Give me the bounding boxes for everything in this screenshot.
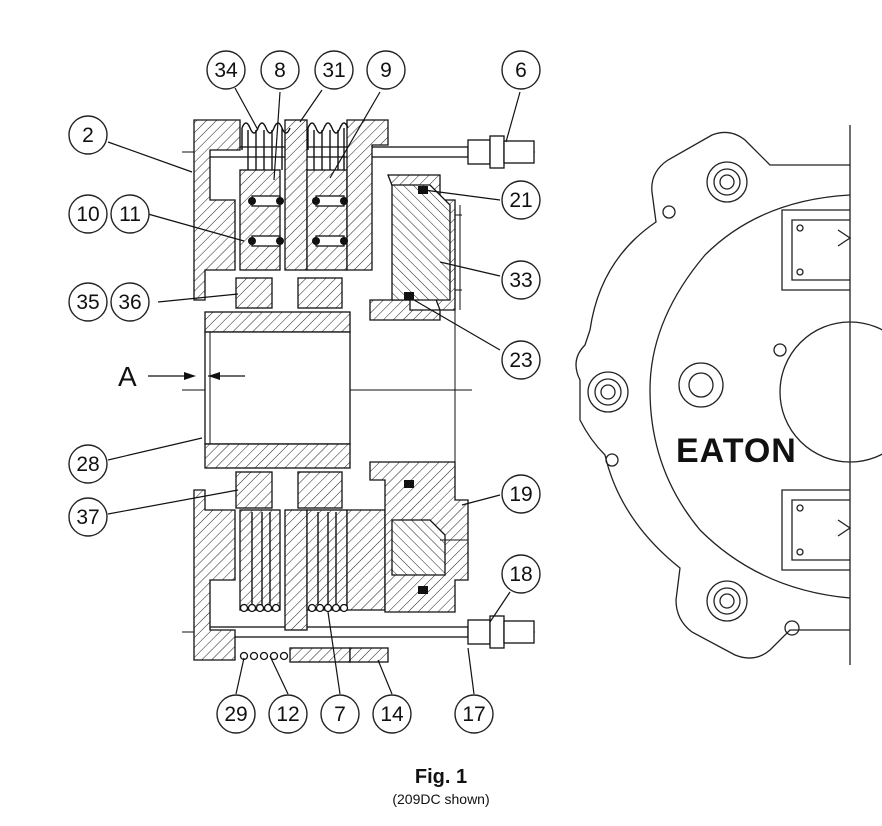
callout-9: 9 [366,50,406,90]
spring-34 [241,122,291,170]
figure-caption: Fig. 1 (209DC shown) [0,766,882,807]
callout-10: 10 [68,194,108,234]
svg-text:2: 2 [82,124,94,147]
callout-19: 19 [501,474,541,514]
upper-disc-pack-2 [306,169,348,271]
lower-hub-tooth-2 [297,471,343,509]
callout-35: 35 [68,282,108,322]
callout-17: 17 [454,694,494,734]
figure-title: Fig. 1 [414,766,468,788]
svg-text:31: 31 [322,59,345,82]
callout-34: 34 [206,50,246,90]
spring-31 [307,122,349,170]
upper-separator [284,119,308,271]
svg-text:33: 33 [509,269,532,292]
callout-33: 33 [501,260,541,300]
svg-text:17: 17 [462,703,485,726]
upper-hub-tooth-1 [235,277,273,309]
bottom-bolt-head [706,580,748,622]
lower-separator [284,509,308,631]
seal-23 [404,292,414,300]
housing-outline [575,131,850,659]
callout-29: 29 [216,694,256,734]
svg-text:34: 34 [214,59,238,82]
lower-spring-row [239,603,349,661]
callout-2: 2 [68,115,108,155]
svg-text:11: 11 [119,203,141,226]
callout-11: 11 [110,194,150,234]
svg-text:21: 21 [509,189,532,212]
svg-text:23: 23 [509,349,532,372]
callout-14: 14 [372,694,412,734]
end-view [575,125,882,665]
svg-text:29: 29 [224,703,247,726]
svg-text:9: 9 [380,59,392,82]
seal-lower-1 [404,480,414,488]
callout-21: 21 [501,180,541,220]
svg-text:14: 14 [380,703,404,726]
top-bolt-head [706,161,748,203]
callout-36: 36 [110,282,150,322]
top-bolt [197,135,535,169]
upper-pins [248,195,348,247]
seal-lower-2 [418,586,428,594]
callout-12: 12 [268,694,308,734]
callout-18: 18 [501,554,541,594]
bottom-bolt [197,615,535,649]
lower-hub-tooth-1 [235,471,273,509]
svg-text:19: 19 [509,483,532,506]
figure-subtitle: (209DC shown) [392,791,490,807]
end-plate [193,119,241,301]
callout-37: 37 [68,497,108,537]
callout-31: 31 [314,50,354,90]
callout-8: 8 [260,50,300,90]
eaton-logo: EATON [676,432,797,470]
svg-text:28: 28 [76,453,99,476]
cross-section [148,119,535,663]
svg-text:18: 18 [509,563,532,586]
callout-28: 28 [68,444,108,484]
lower-disc-pack-1 [239,509,281,611]
upper-disc-pack-1 [239,169,281,271]
svg-text:6: 6 [515,59,527,82]
callout-6: 6 [501,50,541,90]
callout-7: 7 [320,694,360,734]
svg-text:37: 37 [76,506,99,529]
left-bolt-head [587,371,629,413]
leader-lines [107,87,521,695]
svg-text:7: 7 [334,703,346,726]
seal-21 [418,186,428,194]
lower-disc-pack-2 [306,509,348,611]
end-plate-lower [193,489,236,661]
lower-ring-14 [289,647,351,663]
hub [204,311,351,469]
svg-text:35: 35 [76,291,99,314]
section-label-a: A [118,361,137,392]
svg-text:10: 10 [76,203,99,226]
upper-hub-tooth-2 [297,277,343,309]
upper-pressure-plate [346,119,389,271]
lower-pressure-plate [346,509,386,611]
svg-text:12: 12 [276,703,299,726]
callout-23: 23 [501,340,541,380]
svg-text:36: 36 [118,291,141,314]
svg-text:8: 8 [274,59,286,82]
